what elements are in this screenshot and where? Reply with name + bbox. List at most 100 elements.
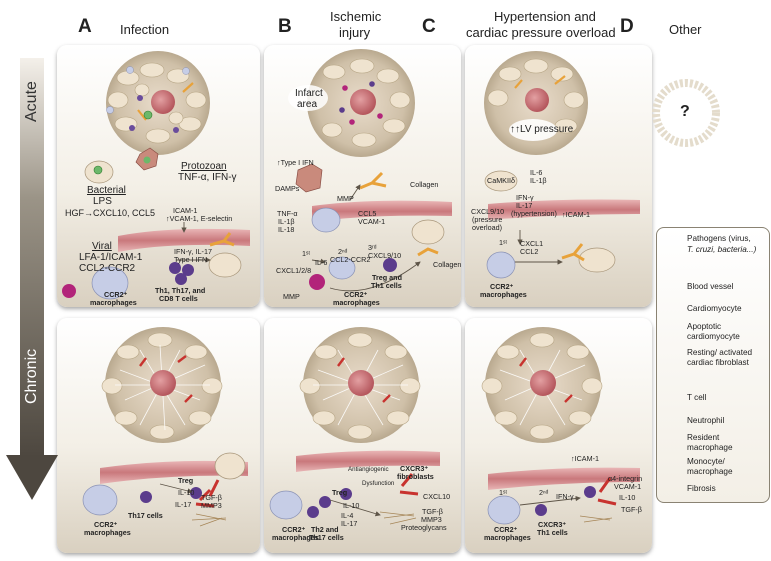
label-ifn-1: IFN-γ, IL-17 <box>174 247 212 256</box>
legend-item-t-cell: T cell <box>657 391 769 411</box>
legend-text: Fibrosis <box>687 484 716 493</box>
label-il6-b: IL-6 <box>315 258 328 267</box>
label-protozoan-cytokines: TNF-α, IFN-γ <box>178 172 237 183</box>
tissue-disc-hypertension-chronic <box>481 327 603 443</box>
label-ccr2-bc-1: CCR2⁺ <box>282 525 306 534</box>
column-title-hypertension-1: Hypertension and <box>494 9 596 24</box>
label-first-c: 1ˢᵗ <box>499 238 508 247</box>
label-first-b: 1ˢᵗ <box>302 249 311 258</box>
column-title-ischemic-2: injury <box>339 25 371 40</box>
label-treg-b-1: Treg and <box>372 273 402 282</box>
legend-text: Pathogens (virus, <box>687 234 751 243</box>
label-cxcr3-th1-1: CXCR3⁺ <box>538 520 567 529</box>
label-ifn-2: Type I IFN <box>174 255 208 264</box>
legend-item-fibrosis: Fibrosis <box>657 482 769 502</box>
column-title-hypertension-2: cardiac pressure overload <box>466 25 616 40</box>
label-cxcr3-fib-2: fibroblasts <box>397 472 434 481</box>
cells-ischemic-acute <box>295 163 445 290</box>
label-ifn-c-3: (hypertension) <box>511 209 557 218</box>
legend-text: Apoptotic <box>687 322 722 331</box>
label-third-b: 3ʳᵈ <box>368 243 377 252</box>
label-treg-a: Treg <box>178 476 194 485</box>
column-letter-d: D <box>620 16 634 37</box>
label-ccr2-cc-1: CCR2⁺ <box>494 525 518 534</box>
label-cxcr3-th1-2: Th1 cells <box>537 528 568 537</box>
label-ccr2-b-2: macrophages <box>333 298 380 307</box>
label-mmp3-b: MMP3 <box>421 515 442 524</box>
label-antiangiogenic: Antiangiogenic <box>348 466 389 473</box>
cells-hypertension-chronic <box>487 477 617 525</box>
label-ifn-c-1: IFN-γ <box>516 193 534 202</box>
label-cxcl910-c-3: overload) <box>472 223 502 232</box>
unknown-mark: ? <box>680 103 690 120</box>
label-ccr2-c-1: CCR2⁺ <box>490 282 514 291</box>
label-cxcl910-c-2: (pressure <box>472 215 503 224</box>
label-bacterial: Bacterial <box>87 185 126 196</box>
label-icam-a: ICAM-1 <box>173 206 198 215</box>
label-treg-b-2: Th1 cells <box>371 281 402 290</box>
label-second-b: 2ⁿᵈ <box>338 247 348 256</box>
label-tgfb-cc: TGF-β <box>621 505 642 514</box>
column-title-other: Other <box>669 22 702 37</box>
label-th2-2: Th17 cells <box>309 533 344 542</box>
label-ccr2-a-1: CCR2⁺ <box>104 290 128 299</box>
legend-text: Resident <box>687 433 720 442</box>
label-il1b-c: IL-1β <box>530 176 547 185</box>
legend-item-apoptotic: Apoptotic cardiomyocyte <box>657 322 769 342</box>
label-cxcl1-c: CXCL1 <box>520 239 544 248</box>
label-il10-a: IL-10 <box>178 488 195 497</box>
legend-item-neutrophil: Neutrophil <box>657 414 769 434</box>
label-th-1: Th1, Th17, and <box>155 286 206 295</box>
label-cxcl910-b: CXCL9/10 <box>368 251 402 260</box>
label-mmp-b-bottom: MMP <box>283 292 300 301</box>
legend-box: Pathogens (virus, T. cruzi, bacteria...)… <box>656 227 770 503</box>
legend-text: Cardiomyocyte <box>687 304 742 313</box>
label-ifn-cc: IFN-γ <box>556 492 574 501</box>
legend-text: cardiomyocyte <box>687 332 740 341</box>
legend-item-fibroblast: Resting/ activated cardiac fibroblast <box>657 348 769 368</box>
legend-text: Resting/ activated <box>687 348 753 357</box>
legend-text: T. cruzi, bacteria...) <box>687 245 757 254</box>
tissue-disc-hypertension-acute <box>484 51 588 155</box>
legend-text: Neutrophil <box>687 416 725 425</box>
column-letter-a: A <box>78 16 92 37</box>
cells-hypertension-acute <box>484 170 616 279</box>
label-camk: CaMKIIδ <box>487 176 515 185</box>
label-a4-1: α4-integrin <box>608 474 643 483</box>
label-damps: DAMPs <box>275 184 300 193</box>
label-th-2: CD8 T cells <box>159 294 198 303</box>
label-ccr2-ac-2: macrophages <box>84 528 131 537</box>
label-il1b-b: IL-1β <box>278 217 295 226</box>
legend-text: macrophage <box>687 467 733 476</box>
legend-text: T cell <box>687 393 707 402</box>
label-cxcr3-fib-1: CXCR3⁺ <box>400 464 429 473</box>
label-il6-c: IL-6 <box>530 168 543 177</box>
label-collagen-b-bottom: Collagen <box>433 260 462 269</box>
tissue-disc-other <box>652 79 720 147</box>
label-viral: Viral <box>92 241 112 252</box>
label-th17-a: Th17 cells <box>128 511 163 520</box>
label-ccr2-ac-1: CCR2⁺ <box>94 520 118 529</box>
label-il4-b: IL-4 <box>341 511 354 520</box>
tissue-disc-ischemic-acute <box>288 49 415 157</box>
label-ccr2-a-2: macrophages <box>90 298 137 307</box>
label-first-cc: 1ˢᵗ <box>499 488 508 497</box>
time-arrow <box>6 58 58 500</box>
label-tgfb-b: TGF-β <box>422 507 443 516</box>
label-ccr2-bc-2: macrophages <box>272 533 319 542</box>
label-collagen-b-top: Collagen <box>410 180 439 189</box>
legend-item-monocyte: Monocyte/ macrophage <box>657 457 769 477</box>
label-ccr2-cc-2: macrophages <box>484 533 531 542</box>
legend-item-blood-vessel: Blood vessel <box>657 280 769 300</box>
cells-infection-chronic <box>82 452 246 527</box>
label-ifn-c-2: IL-17 <box>516 201 533 210</box>
label-icam-cc: ↑ICAM-1 <box>571 454 599 463</box>
label-mmp-b-top: MMP <box>337 194 354 203</box>
legend-text: Monocyte/ <box>687 457 725 466</box>
label-il17-b: IL-17 <box>341 519 358 528</box>
cells-infection-acute <box>62 147 242 300</box>
label-dysfunction: Dysfunction <box>362 480 395 487</box>
label-mmp3-a: MMP3 <box>201 501 222 510</box>
label-il10-b: IL-10 <box>343 501 360 510</box>
label-infarct-2: area <box>297 99 318 110</box>
